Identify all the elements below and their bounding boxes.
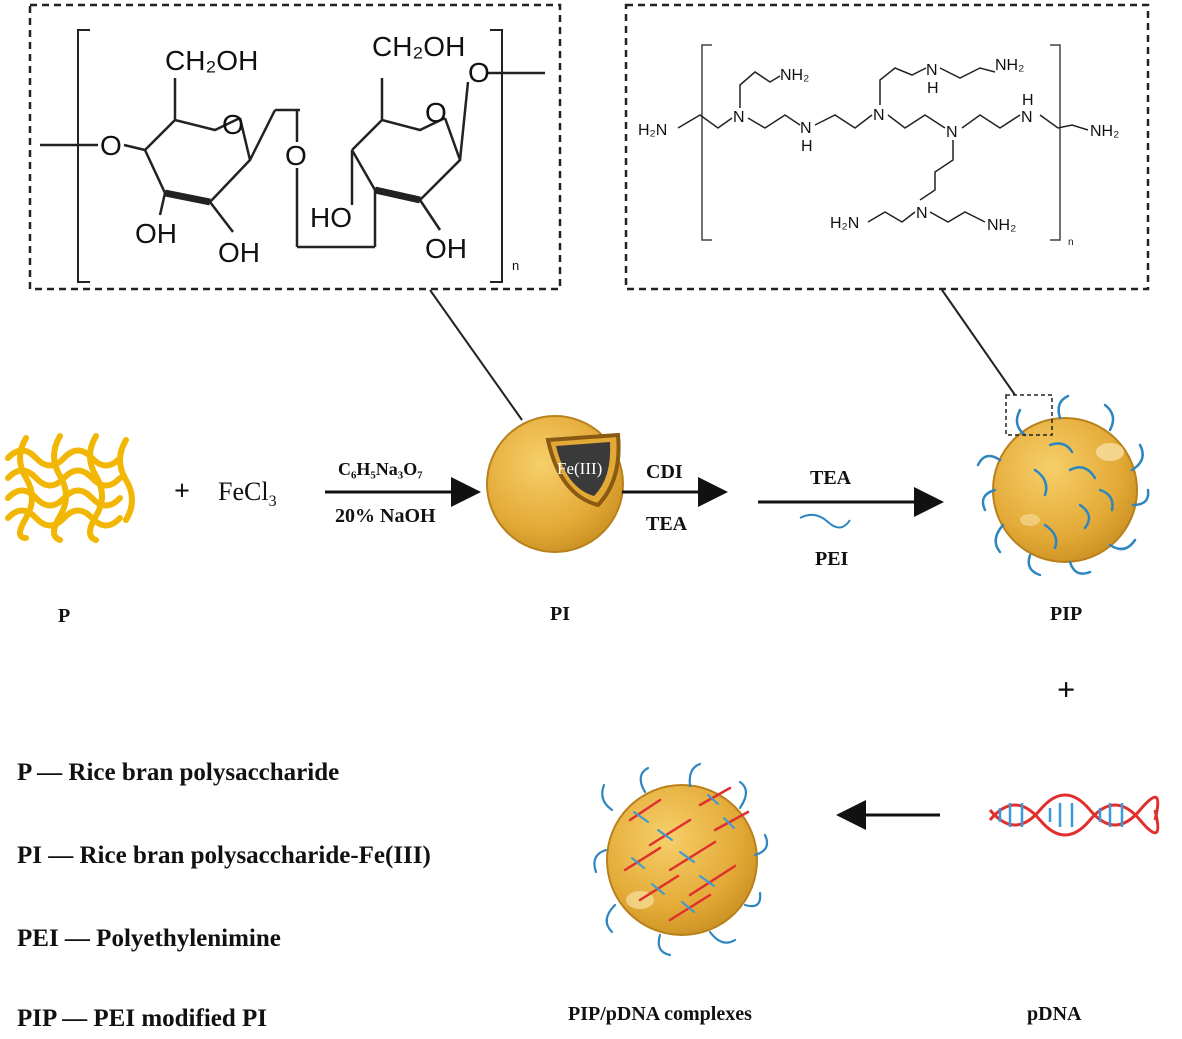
pei-nh-3: N: [1021, 109, 1033, 126]
pei-n-2: N: [873, 107, 885, 124]
pip-pdna-complex: [593, 762, 769, 957]
polysaccharide-p-icon: [5, 433, 135, 543]
o-ring-right: O: [425, 97, 447, 128]
oh-label-2: OH: [218, 237, 260, 268]
oh-label-4: OH: [425, 233, 467, 264]
fecl3-label: FeCl3: [218, 477, 277, 510]
legend-item-p: P — Rice bran polysaccharide: [17, 759, 339, 786]
structure-box-left: [28, 3, 562, 291]
connector-line-left: [429, 289, 523, 421]
pei-strand-icon: [799, 513, 851, 529]
o-ring-left: O: [222, 109, 244, 140]
reagent-pei: PEI: [815, 548, 849, 570]
polysaccharide-structure: CH₂OH CH₂OH O O O O O OH OH HO OH n: [28, 3, 562, 291]
pei-n-4: N: [916, 205, 928, 222]
label-complex: PIP/pDNA complexes: [568, 1003, 752, 1025]
zoom-box: [1005, 394, 1053, 436]
reagent-tea-2: TEA: [810, 467, 852, 489]
ch2oh-right: CH₂OH: [372, 31, 465, 62]
fe-core-label: Fe(III): [557, 459, 602, 478]
connector-line-right: [941, 289, 1016, 396]
ch2oh-left: CH₂OH: [165, 45, 258, 76]
label-pdna: pDNA: [1027, 1003, 1082, 1025]
pei-nh-1: N: [800, 120, 812, 137]
legend-item-pi: PI — Rice bran polysaccharide-Fe(III): [17, 842, 431, 869]
pdna-helix-icon: [988, 793, 1160, 837]
label-pi: PI: [550, 603, 570, 625]
reagent-citrate: C₆H₅Na₃O₇: [338, 459, 423, 479]
pei-nh2-bottom: NH₂: [987, 217, 1016, 234]
legend: P — Rice bran polysaccharide PI — Rice b…: [17, 759, 431, 1032]
pei-h2n-bottom: H₂N: [830, 215, 859, 232]
o-link-left: O: [100, 130, 122, 161]
pei-nh2-top1: NH₂: [780, 67, 809, 84]
pei-h2n-left: H₂N: [638, 122, 667, 139]
label-p: P: [58, 605, 70, 627]
plus-sign-1: +: [174, 476, 190, 507]
label-pip: PIP: [1050, 603, 1082, 625]
pei-nh-2: N: [926, 62, 938, 79]
o-bridge: O: [285, 140, 307, 171]
pei-h-1: H: [801, 138, 813, 155]
reagent-tea-1: TEA: [646, 513, 688, 535]
pei-n-1: N: [733, 109, 745, 126]
pip-sphere: [976, 394, 1150, 577]
reagent-naoh: 20% NaOH: [335, 505, 436, 527]
legend-item-pip: PIP — PEI modified PI: [17, 1005, 267, 1032]
pei-nh2-top2: NH₂: [995, 57, 1024, 74]
ho-label-3: HO: [310, 202, 352, 233]
pei-structure: H₂N NH₂ N N H N N H NH₂ N N H NH₂ H₂N N …: [624, 3, 1150, 291]
n-subscript-left: n: [512, 258, 519, 273]
reagent-cdi: CDI: [646, 461, 683, 483]
pei-nh2-right: NH₂: [1090, 123, 1119, 140]
oh-label-1: OH: [135, 218, 177, 249]
o-link-right: O: [468, 57, 490, 88]
plus-sign-2: +: [1057, 671, 1075, 707]
pei-h-3: H: [1022, 92, 1034, 109]
structure-box-right: [624, 3, 1150, 291]
legend-item-pei: PEI — Polyethylenimine: [17, 925, 281, 952]
pei-h-2: H: [927, 80, 939, 97]
pei-n-subscript: n: [1068, 237, 1074, 248]
pi-sphere: Fe(III): [486, 415, 624, 553]
pei-n-3: N: [946, 124, 958, 141]
